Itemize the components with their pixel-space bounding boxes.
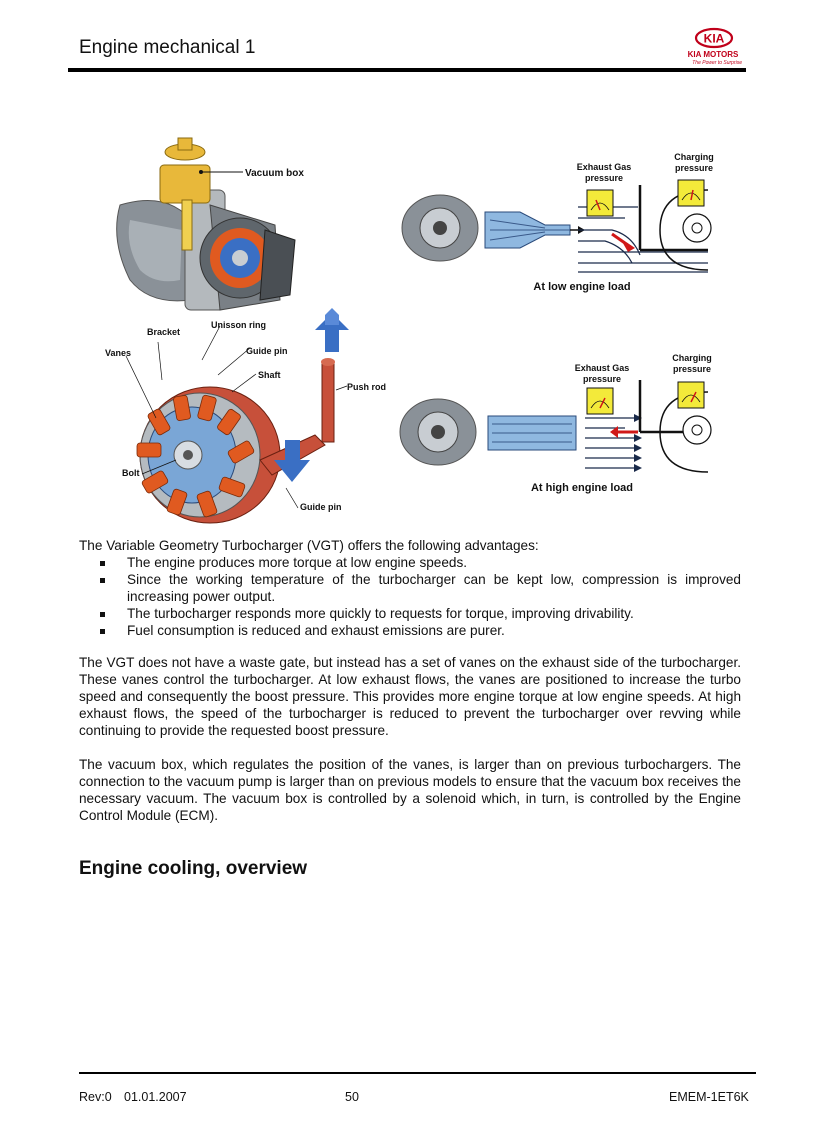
high-charging-label-2: pressure	[673, 364, 711, 374]
high-load-caption: At high engine load	[531, 482, 633, 494]
label-push-rod: Push rod	[347, 382, 386, 392]
kia-logo-icon: KIA KIA MOTORS	[688, 27, 739, 59]
low-load-caption: At low engine load	[533, 281, 630, 293]
label-vacuum-box: Vacuum box	[245, 168, 304, 179]
high-charging-label-1: Charging	[672, 353, 712, 363]
label-guide-pin-top: Guide pin	[246, 346, 288, 356]
list-item-text: The engine produces more torque at low e…	[127, 555, 468, 570]
low-charging-label-2: pressure	[675, 163, 713, 173]
vgt-figures: Vacuum box	[105, 137, 714, 524]
label-vanes: Vanes	[105, 348, 131, 358]
page-title: Engine mechanical 1	[79, 37, 256, 58]
list-item-text: Fuel consumption is reduced and exhaust …	[127, 622, 505, 638]
vgt-paragraph: The VGT does not have a waste gate, but …	[79, 655, 741, 738]
logo-brand: KIA MOTORS	[688, 50, 739, 59]
label-guide-pin-bottom: Guide pin	[300, 502, 342, 512]
vane-ring-figure: Bracket Unisson ring Vanes Guide pin Sha…	[105, 308, 386, 524]
low-exhaust-label-1: Exhaust Gas	[577, 162, 632, 172]
footer-revision: Rev:0	[79, 1090, 112, 1104]
low-exhaust-label-2: pressure	[585, 173, 623, 183]
list-item: The turbocharger responds more quickly t…	[100, 606, 741, 623]
turbo-cutaway-figure: Vacuum box	[116, 137, 304, 311]
label-bracket: Bracket	[147, 327, 180, 337]
label-unisson-ring: Unisson ring	[211, 320, 266, 330]
label-bolt: Bolt	[122, 468, 140, 478]
intro-text: The Variable Geometry Turbocharger (VGT)…	[79, 538, 539, 553]
header-divider	[68, 68, 746, 72]
list-item-text: Since the working temperature of the tur…	[127, 571, 741, 604]
label-shaft: Shaft	[258, 370, 281, 380]
bullet-icon	[100, 577, 105, 583]
page-number: 50	[345, 1090, 359, 1104]
high-load-diagram: Exhaust Gas pressure Charging pressure A…	[399, 353, 712, 494]
list-item: The engine produces more torque at low e…	[100, 555, 741, 572]
bullet-icon	[100, 561, 105, 566]
low-charging-label-1: Charging	[674, 152, 714, 162]
high-exhaust-label-1: Exhaust Gas	[575, 363, 630, 373]
kia-logo: KIA KIA MOTORS The Power to Surprise	[678, 26, 748, 66]
list-item: Since the working temperature of the tur…	[100, 572, 741, 606]
bullet-icon	[100, 611, 105, 617]
footer-divider	[79, 1072, 756, 1074]
footer-doc-code: EMEM-1ET6K	[669, 1090, 749, 1104]
list-item: Fuel consumption is reduced and exhaust …	[100, 623, 741, 640]
logo-tagline: The Power to Surprise	[692, 60, 742, 66]
bullet-icon	[100, 628, 105, 634]
advantages-list: The engine produces more torque at low e…	[100, 555, 741, 640]
list-item-text: The turbocharger responds more quickly t…	[127, 605, 634, 621]
high-exhaust-label-2: pressure	[583, 374, 621, 384]
section-heading: Engine cooling, overview	[79, 858, 308, 879]
logo-text: KIA	[704, 32, 725, 46]
low-load-diagram: Exhaust Gas pressure Charging pressure A…	[401, 152, 714, 293]
footer-date: 01.01.2007	[124, 1090, 187, 1104]
vacuum-box-paragraph: The vacuum box, which regulates the posi…	[79, 757, 741, 823]
